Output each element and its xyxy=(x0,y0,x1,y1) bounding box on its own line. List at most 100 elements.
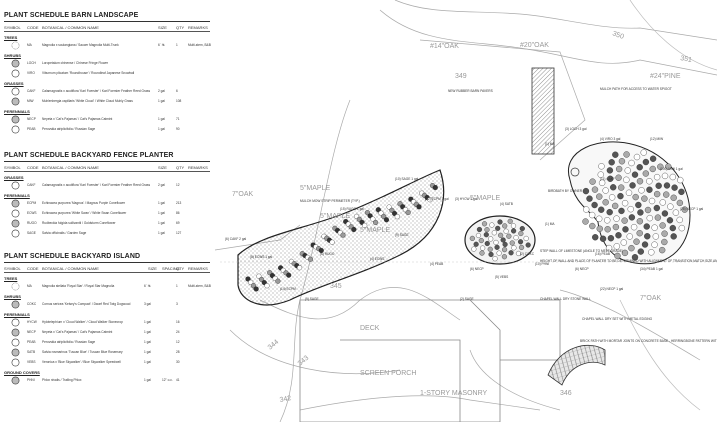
plant-mark xyxy=(427,197,433,203)
plant-mark xyxy=(519,226,525,232)
plant-mark xyxy=(607,175,614,182)
plant-mark xyxy=(583,206,590,213)
plant-callout: (28) NECP 1 gal xyxy=(680,207,703,211)
cell-botanical: Salvia rosmarinus 'Tuscan Blue' / Tuscan… xyxy=(42,350,123,354)
cell-qty: 3 xyxy=(176,302,178,306)
plant-mark xyxy=(612,223,620,231)
header-remarks: REMARKS xyxy=(188,165,208,170)
plant-mark xyxy=(509,240,515,246)
header-spacing: SPACING xyxy=(162,266,180,271)
cell-remarks: Multi-stem, B&B xyxy=(188,43,211,47)
plan-note: CHAPEL WALL DRY STONE WALL xyxy=(540,297,591,301)
plant-mark xyxy=(606,209,613,216)
cell-botanical: Viburnum plicatum 'Roundhouse' / Roundle… xyxy=(42,71,135,75)
header-symbol: SYMBOL xyxy=(4,266,21,271)
barn-landscape-plants xyxy=(582,149,688,261)
plant-mark xyxy=(592,234,599,241)
plant-mark xyxy=(469,235,475,241)
plant-mark xyxy=(510,223,517,229)
cell-code: NECP xyxy=(27,117,36,121)
plant-symbol-icon xyxy=(4,59,27,68)
plant-mark xyxy=(618,207,625,215)
plant-mark xyxy=(641,195,648,202)
plant-mark xyxy=(644,233,651,240)
plant-mark xyxy=(476,226,483,233)
header-size: SIZE xyxy=(158,25,167,30)
plant-mark xyxy=(667,203,674,210)
plant-mark xyxy=(628,159,635,167)
plant-mark xyxy=(275,278,281,284)
plant-mark xyxy=(503,228,509,234)
cell-botanical: Echinacea purpurea 'White Swan' / White … xyxy=(42,211,127,215)
plant-mark xyxy=(651,241,658,248)
schedule-row: HYCW Hylotelephium x 'Cloud Walker' / Clo… xyxy=(4,317,210,327)
plant-symbol-icon xyxy=(4,69,27,78)
schedule-group-label: PERENNIALS xyxy=(4,312,30,317)
plant-callout: (4) PEAB xyxy=(430,262,443,266)
plant-mark xyxy=(669,173,676,181)
cell-code: VIRO xyxy=(27,71,35,75)
cell-botanical: Hylotelephium x 'Cloud Walker' / Cloud W… xyxy=(42,320,123,324)
cell-code: ECPM xyxy=(27,201,37,205)
plant-mark xyxy=(614,252,621,260)
cell-size: 1 gal xyxy=(158,211,165,215)
plant-mark xyxy=(296,265,303,271)
plant-mark xyxy=(643,223,650,230)
plant-mark xyxy=(663,191,670,198)
plant-callout: (11) CAKF xyxy=(600,177,615,181)
plant-mark xyxy=(588,211,596,219)
island-plants xyxy=(469,218,531,262)
plant-mark xyxy=(589,222,596,230)
schedule-title: PLANT SCHEDULE BARN LANDSCAPE xyxy=(4,12,139,19)
plant-callout: (3) HYCW 1 gal xyxy=(455,197,478,201)
plant-mark xyxy=(491,230,497,236)
plant-mark xyxy=(480,245,486,251)
plant-callout: (6) RUGO xyxy=(320,252,335,256)
plant-callout: (12) MIW xyxy=(650,137,663,141)
plant-mark xyxy=(607,235,615,242)
plant-mark xyxy=(644,206,652,214)
plant-mark xyxy=(628,244,635,252)
cell-qty: 28 xyxy=(176,350,180,354)
plant-mark xyxy=(253,286,259,292)
cell-size: 1 gal xyxy=(144,340,151,344)
plant-mark xyxy=(642,158,650,166)
plant-mark xyxy=(636,230,643,237)
plant-mark xyxy=(492,256,498,262)
cell-botanical: Rudbeckia fulgida sullivantii / Goldstur… xyxy=(42,221,116,225)
cell-size: 1 gal xyxy=(144,360,151,364)
plant-mark xyxy=(508,250,514,256)
plant-symbol-icon xyxy=(4,328,27,337)
plant-mark xyxy=(602,187,609,194)
plant-mark xyxy=(375,207,381,213)
cell-botanical: Calamagrostis x acutiflora 'Karl Foerste… xyxy=(42,183,151,187)
cell-size: 1 gal xyxy=(158,117,165,121)
plant-symbol-icon xyxy=(4,318,27,327)
cell-botanical: Nepeta x 'Cat's Pajamas' / Cat's Pajamas… xyxy=(42,117,113,121)
plant-mark xyxy=(631,171,639,178)
plant-mark xyxy=(496,250,502,256)
plant-mark xyxy=(362,222,368,229)
plant-mark xyxy=(620,239,627,246)
cell-botanical: Cornus sericea 'Kelsey's Compact' / Dwar… xyxy=(42,302,131,306)
cell-qty: 6 xyxy=(176,89,178,93)
header-qty: QTY xyxy=(176,165,185,170)
header-botanical: BOTANICAL / COMMON NAME xyxy=(42,165,99,170)
cell-code: HYCW xyxy=(27,320,37,324)
plant-callout: (12) ECPM 1 gal xyxy=(425,197,449,201)
header-code: CODE xyxy=(27,25,39,30)
cell-qty: 1 xyxy=(176,43,178,47)
plant-mark xyxy=(621,249,629,257)
cell-size: 1 gal xyxy=(158,99,165,103)
plant-mark xyxy=(654,214,662,221)
plant-mark xyxy=(598,163,605,170)
cell-botanical: Echinacea purpurea 'Magnus' / Magnus Pur… xyxy=(42,201,126,205)
plant-callout: (4) SATB xyxy=(500,202,513,206)
plant-symbol-icon xyxy=(4,348,27,357)
cell-botanical: Salvia officinalis / Garden Sage xyxy=(42,231,87,235)
plant-callouts: (3) LOCH 3 gal(4) VIRO 3 gal(1) MA(10) S… xyxy=(225,127,703,301)
contour-label: 343 xyxy=(297,355,311,368)
plant-mark xyxy=(378,210,384,216)
